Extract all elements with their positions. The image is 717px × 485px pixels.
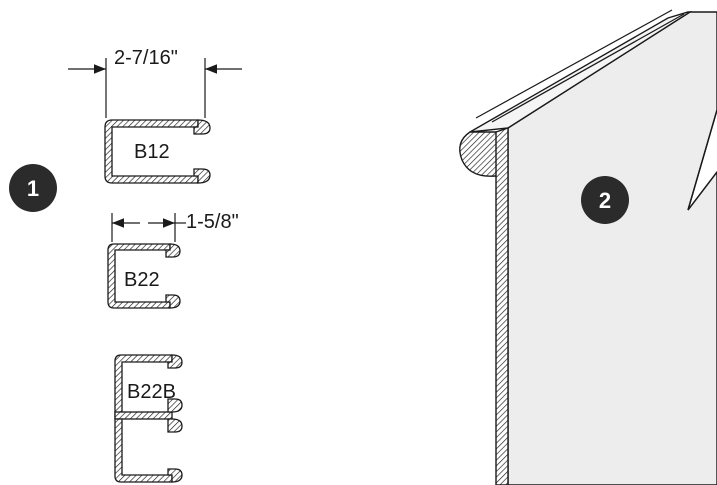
b22-dimension-label: 1-5/8": [186, 211, 239, 233]
callout-2-number: 2: [599, 188, 611, 213]
panel-edge-section: [495, 127, 509, 485]
panel-rim-section: [459, 131, 506, 177]
panel-rim-line-1: [475, 9, 673, 119]
panel-rim-line-2: [491, 13, 685, 123]
b22b-upper-top-lip: [167, 354, 183, 369]
b22b-profile: B22B: [114, 354, 183, 483]
b22-top-lip: [165, 243, 181, 258]
b22b-lower-bottom-lip: [167, 468, 183, 483]
b22b-upper-bottom-lip: [167, 398, 183, 413]
b22b-lower-top-lip: [167, 418, 183, 433]
b12-profile: 2-7/16" B12: [68, 47, 242, 184]
panel-break-line: [687, 109, 717, 211]
panel-drawing: [459, 9, 717, 485]
b22-profile: 1-5/8" B22: [107, 211, 239, 309]
b12-bottom-lip: [193, 168, 211, 184]
b12-dimension-label: 2-7/16": [114, 47, 178, 69]
b12-top-lip: [193, 119, 211, 135]
b22-label: B22: [124, 269, 160, 291]
b22-bottom-lip: [165, 294, 181, 309]
b22b-shared-web: [114, 411, 173, 420]
b22b-label: B22B: [127, 381, 176, 403]
callout-2-badge: 2: [581, 176, 629, 224]
b12-label: B12: [134, 141, 170, 163]
callout-1-badge: 1: [9, 164, 57, 212]
b22b-lower-wall: [114, 418, 173, 483]
callout-1-number: 1: [27, 176, 39, 201]
